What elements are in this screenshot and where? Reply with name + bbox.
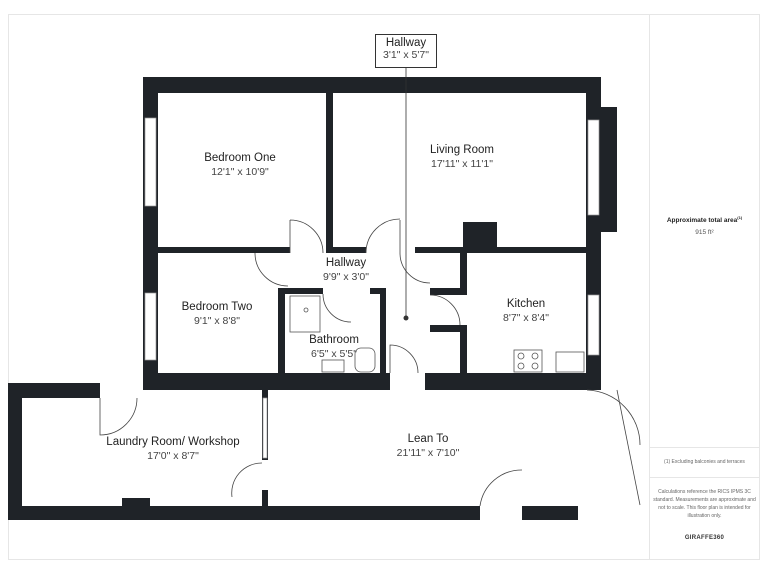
wall-kitchen-top: [430, 288, 466, 295]
room-label-lean-to: Lean To 21'11" x 7'10": [397, 433, 460, 459]
wall-living-bottom: [415, 247, 586, 253]
room-label-bathroom: Bathroom 6'5" x 5'5": [309, 334, 359, 360]
shower: [289, 295, 321, 333]
door-swing: [389, 344, 419, 374]
window: [262, 397, 268, 459]
door-swing: [289, 219, 324, 254]
room-dims: 12'1" x 10'9": [211, 166, 269, 178]
toilet: [354, 347, 376, 373]
hob: [513, 349, 543, 373]
wall-laundry-top: [8, 383, 100, 398]
room-name: Bedroom One: [204, 152, 276, 164]
kitchen-sink: [555, 351, 585, 373]
wall-bath-top-right: [370, 288, 385, 294]
wall-bed1-living: [326, 93, 333, 248]
room-dims: 8'7" x 8'4": [503, 312, 549, 324]
wall-kitchen-left-lower: [460, 325, 467, 375]
windows: [144, 117, 600, 459]
wall-laundry-left: [8, 383, 22, 520]
doors: [99, 68, 641, 507]
room-name: Kitchen: [506, 298, 546, 310]
room-label-hallway: Hallway 9'9" x 3'0": [323, 257, 369, 283]
room-label-kitchen: Kitchen 8'7" x 8'4": [503, 298, 549, 324]
wall-bottom-right: [425, 373, 601, 390]
chimney: [463, 222, 497, 250]
room-name: Lean To: [407, 433, 449, 445]
door-swing: [429, 294, 461, 326]
room-dims: 3'1" x 5'7": [383, 49, 429, 61]
room-dims: 9'9" x 3'0": [323, 271, 369, 283]
door-swing: [254, 252, 289, 287]
room-name: Hallway: [325, 257, 367, 269]
wall-bed1-bottom: [158, 247, 290, 253]
wall-hall-top: [326, 247, 366, 253]
room-dims: 6'5" x 5'5": [311, 348, 357, 360]
door-swing: [231, 462, 263, 498]
wall-bath-right: [380, 288, 386, 378]
room-label-bedroom-one: Bedroom One 12'1" x 10'9": [204, 152, 276, 178]
callout-dot: [403, 315, 409, 321]
wall-bed2-right: [278, 288, 285, 378]
area-title: Approximate total area(1): [649, 215, 760, 224]
room-label-bedroom-two: Bedroom Two 9'1" x 8'8": [182, 301, 253, 327]
divider: [650, 447, 760, 448]
room-name: Bedroom Two: [181, 301, 253, 313]
wall-laundry-leanto-lower: [262, 490, 268, 510]
wall-kitchen-mid: [430, 325, 466, 332]
brand-logo: GIRAFFE360: [684, 535, 725, 541]
area-footnote-mark: (1): [737, 215, 743, 220]
area-title-text: Approximate total area: [666, 217, 738, 225]
room-dims: 17'0" x 8'7": [147, 450, 199, 462]
window: [144, 117, 157, 207]
sink: [321, 359, 345, 373]
room-name: Hallway: [385, 37, 427, 49]
wall-bottom-right: [522, 506, 578, 520]
door-swing: [479, 469, 523, 507]
window: [144, 292, 157, 361]
area-value: 915 ft²: [695, 229, 714, 236]
wall-top: [143, 77, 601, 93]
footnote: (1) Excluding balconies and terraces: [664, 459, 745, 465]
room-name: Living Room: [430, 144, 494, 156]
window: [587, 294, 600, 356]
bay-wall: [601, 107, 617, 232]
room-dims: 21'11" x 7'10": [396, 447, 460, 459]
room-dims: 9'1" x 8'8": [194, 315, 240, 327]
hallway-callout: Hallway 3'1" x 5'7": [375, 34, 437, 68]
room-label-laundry: Laundry Room/ Workshop 17'0" x 8'7": [106, 436, 239, 462]
room-label-living-room: Living Room 17'11" x 11'1": [430, 144, 494, 170]
wall-kitchen-left-upper: [460, 253, 467, 295]
fixtures: [289, 295, 585, 373]
wall-fixture: [122, 498, 150, 506]
room-name: Laundry Room/ Workshop: [106, 436, 240, 448]
door-swing: [399, 252, 431, 284]
door-swing: [365, 218, 401, 254]
divider: [650, 477, 760, 478]
door-swing: [586, 389, 641, 506]
wall-bottom-left: [143, 373, 390, 390]
door-swing: [99, 397, 138, 436]
shower-drain: [303, 307, 309, 313]
window: [587, 119, 600, 216]
info-panel: [649, 14, 761, 560]
door-swing: [322, 293, 352, 323]
wall-bottom: [8, 506, 480, 520]
room-dims: 17'11" x 11'1": [431, 158, 493, 170]
page-frame: [8, 14, 760, 560]
disclaimer: Calculations reference the RICS IPMS 3C …: [653, 489, 756, 519]
room-name: Bathroom: [309, 334, 359, 346]
wall-bath-top: [278, 288, 323, 294]
